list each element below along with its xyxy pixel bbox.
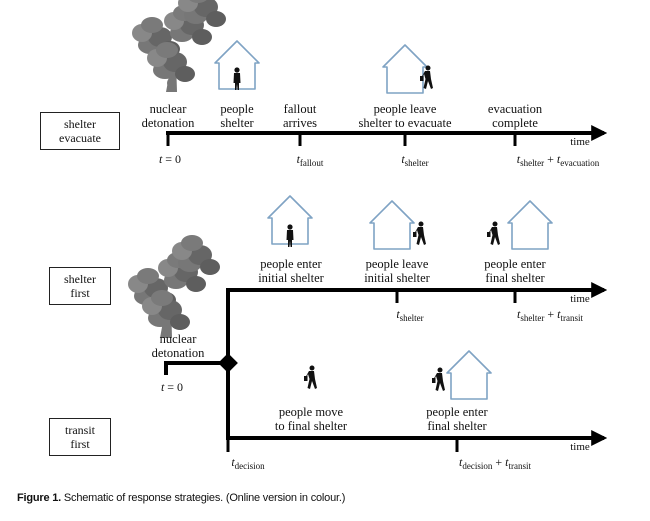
top-house-shelter [214,40,260,90]
bottom-walker [304,365,317,389]
box-line-1: shelter [64,272,96,286]
t-decision: tdecision [231,455,265,471]
t0-top: t = 0 [158,152,182,166]
box-line-1: transit [65,423,95,437]
t-shelter-plus-transit: tshelter + ttransit [517,307,583,323]
t-decision-plus-transit: tdecision + ttransit [459,455,531,471]
time-label-middle: time [570,293,590,305]
box-line-1: shelter [64,117,96,131]
t-shelter-top: tshelter [401,152,429,168]
box-line-2: first [70,437,90,451]
t-fallout: tfallout [296,152,324,168]
time-label-top: time [570,136,590,148]
t-shelter-middle: tshelter [396,307,424,323]
time-label-bottom: time [570,441,590,453]
t-shelter-plus-evacuation: tshelter + tevacuation [516,152,600,168]
t0-lower: t = 0 [160,380,184,394]
figure-caption: Figure 1. Schematic of response strategi… [17,492,346,504]
middle-house-leave [369,200,426,250]
box-line-2: evacuate [59,131,101,145]
middle-cloud [128,235,220,338]
decision-diamond [218,353,238,373]
bottom-house-final [432,350,492,400]
detonation-line [164,361,228,375]
top-house-leave [382,44,433,94]
box-line-2: first [70,286,90,300]
middle-house-final [487,200,553,250]
middle-house-enter [267,195,313,247]
top-cloud [132,0,226,92]
